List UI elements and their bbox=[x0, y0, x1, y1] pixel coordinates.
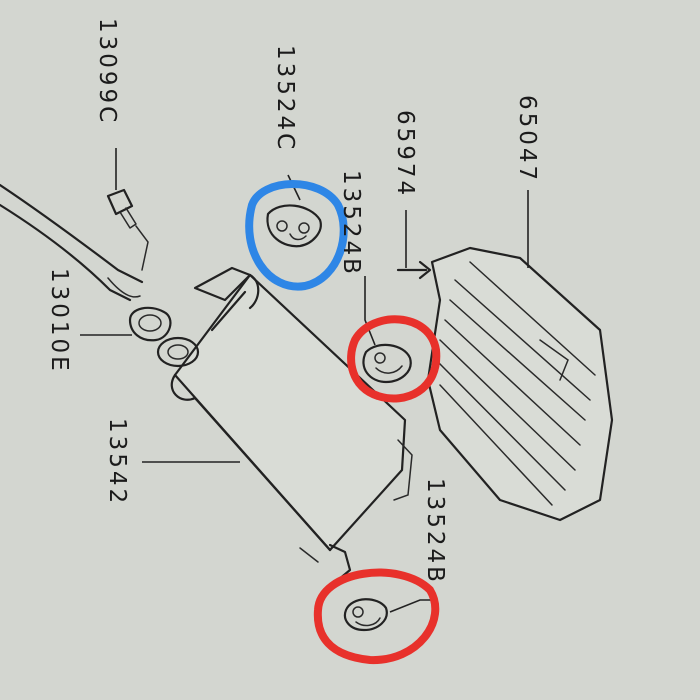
bolt-65974 bbox=[396, 210, 432, 280]
mount-13524c bbox=[266, 204, 322, 248]
bolt-13099c bbox=[106, 188, 149, 271]
gasket-13010e bbox=[128, 306, 172, 342]
muffler-13542 bbox=[156, 266, 413, 582]
leader-lines bbox=[80, 148, 529, 463]
highlight-circle-red-upper bbox=[347, 315, 441, 403]
label-13010e: 13010E bbox=[46, 268, 72, 374]
exhaust-pipe-front bbox=[0, 183, 144, 302]
mount-13524b-lower bbox=[343, 598, 438, 632]
label-65047: 65047 bbox=[514, 95, 540, 183]
label-13524b-lower: 13524B bbox=[422, 478, 448, 585]
label-13524b-upper: 13524B bbox=[338, 170, 364, 277]
label-13099c: 13099C bbox=[94, 18, 120, 125]
label-13524c: 13524C bbox=[272, 45, 298, 152]
mount-13524b-upper bbox=[362, 343, 412, 384]
label-13542: 13542 bbox=[104, 418, 130, 506]
highlight-circle-blue bbox=[245, 180, 348, 291]
highlight-circle-red-lower bbox=[313, 568, 440, 665]
heat-shield-65047 bbox=[426, 246, 614, 522]
label-65974: 65974 bbox=[392, 110, 418, 198]
